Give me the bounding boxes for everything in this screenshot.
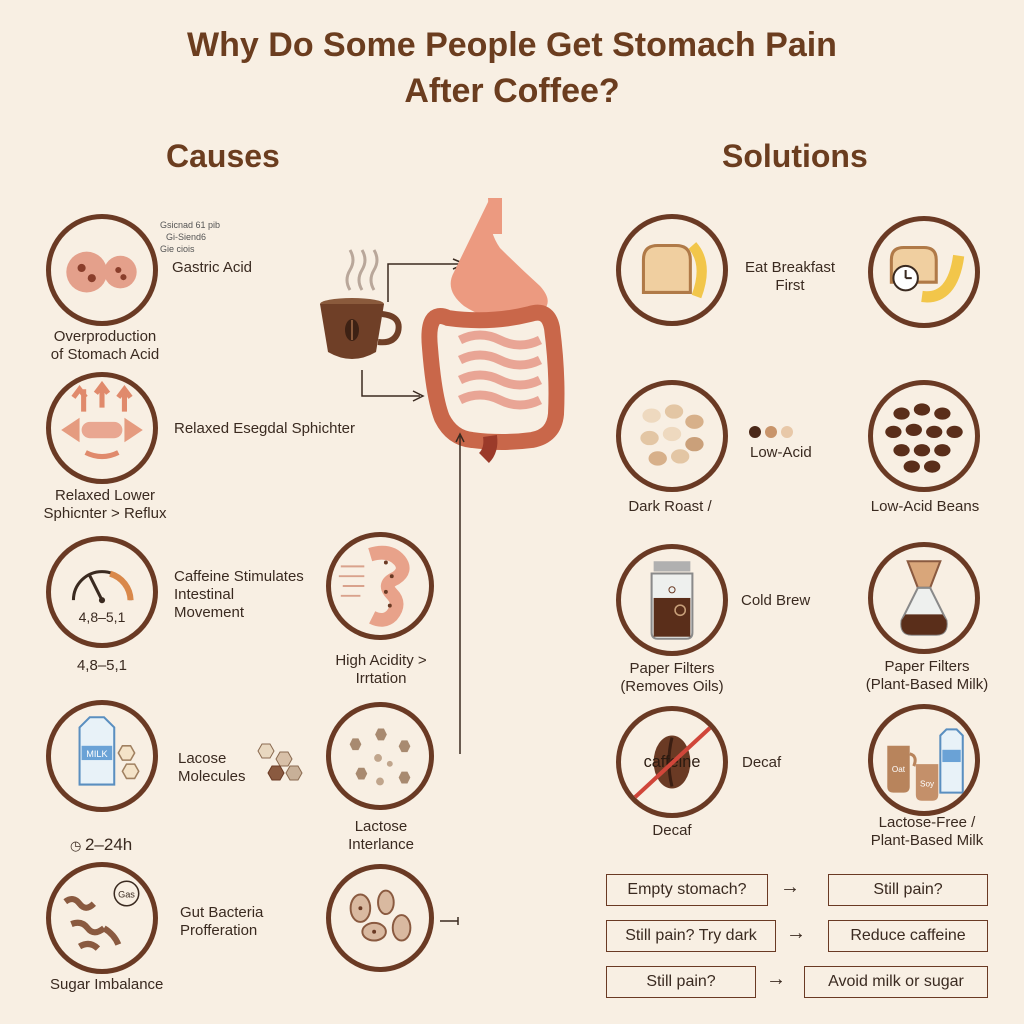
- gut-bacteria-line-1: Gut Bacteria: [180, 904, 264, 921]
- reflux-label: Relaxed Lower Sphicnter > Reflux: [30, 487, 180, 523]
- flow-3-left: Still pain?: [606, 966, 756, 998]
- decaf-label: Decaf: [652, 822, 692, 839]
- pour-over-icon: [868, 542, 980, 654]
- acidity-gauge-icon: [46, 536, 158, 648]
- soy-text: Soy: [920, 780, 935, 789]
- flow-1-left: Empty stomach?: [606, 874, 768, 906]
- page-title: Why Do Some People Get Stomach Pain Afte…: [0, 22, 1024, 114]
- lactose-molecules-line-1: Lacose: [178, 750, 227, 767]
- bacteria-cells-icon: [326, 864, 434, 972]
- lactose-molecules-label: Lacose Molecules: [178, 750, 246, 786]
- title-line-2: After Coffee?: [404, 72, 620, 110]
- eat-breakfast-line-2: First: [775, 277, 805, 294]
- cold-brew-jar-icon: [616, 544, 728, 656]
- gut-bacteria-line-2: Profferation: [180, 922, 258, 939]
- connector-line: [455, 432, 465, 762]
- gut-bacteria-label: Gut Bacteria Profferation: [180, 904, 263, 940]
- intestine-irritation-icon: [326, 532, 434, 640]
- paper-filters-right-label: Paper Filters (Plant-Based Milk): [852, 658, 1002, 694]
- gastric-acid-icon: [46, 214, 158, 326]
- flow-3-arrow: →: [766, 968, 786, 990]
- gastric-acid-label: Gastric Acid: [172, 259, 253, 276]
- gastric-tiny-1: Gsicnad 61 pib: [160, 220, 221, 230]
- ph-range-label: 4,8–5,1: [76, 657, 128, 674]
- lactose-intolerance-label: Lactose Interlance: [318, 818, 444, 854]
- digestion-illustration: [310, 190, 570, 470]
- solutions-heading: Solutions: [722, 138, 868, 174]
- high-acidity-label: High Acidity > Irrtation: [318, 652, 444, 688]
- reflux-line-2: Sphicnter > Reflux: [43, 505, 167, 522]
- lactose-free-line-2: Plant-Based Milk: [870, 832, 984, 849]
- light-beans-icon: [616, 380, 728, 492]
- reflux-line-1: Relaxed Lower: [54, 487, 156, 504]
- lactose-molecules-line-2: Molecules: [178, 768, 246, 785]
- lactose-hexagons-icon: [326, 702, 434, 810]
- gas-text: Gas: [118, 890, 135, 900]
- roast-dots: [748, 425, 798, 439]
- timer-text: 2–24h: [84, 835, 133, 854]
- plant-milk-icon: Oat Soy: [868, 704, 980, 816]
- caffeine-line-2: Intestinal: [174, 586, 235, 603]
- high-acidity-line-1: High Acidity >: [335, 652, 427, 669]
- flow-1-arrow: →: [780, 876, 800, 898]
- overproduction-label: Overproduction of Stomach Acid: [30, 328, 180, 364]
- paper-filters-left-line-2: (Removes Oils): [620, 678, 724, 695]
- molecule-hexagons: [250, 740, 310, 785]
- high-acidity-line-2: Irrtation: [355, 670, 407, 687]
- caffeine-line-3: Movement: [174, 604, 245, 621]
- causes-heading: Causes: [166, 138, 280, 174]
- no-caffeine-icon: caffeine: [616, 706, 728, 818]
- gut-bacteria-icon: Gas: [46, 862, 158, 974]
- gastric-tiny-2: Gi-Siend6: [166, 232, 207, 242]
- lactose-free-line-1: Lactose-Free /: [878, 814, 976, 831]
- sugar-imbalance-label: Sugar Imbalance: [50, 976, 164, 993]
- milk-carton-icon: MILK: [46, 700, 158, 812]
- flow-2-right: Reduce caffeine: [828, 920, 988, 952]
- sphincter-label: Relaxed Esegdal Sphichter: [174, 420, 355, 437]
- clock-icon: ◷: [70, 838, 85, 853]
- flow-1-right: Still pain?: [828, 874, 988, 906]
- low-acid-label: Low-Acid: [750, 444, 812, 461]
- timer-label: ◷ 2–24h: [70, 836, 132, 855]
- caffeine-line-1: Caffeine Stimulates: [174, 568, 304, 585]
- gastric-tiny-3: Gie ciois: [160, 244, 195, 254]
- paper-filters-left-label: Paper Filters (Removes Oils): [600, 660, 744, 696]
- flow-3-right: Avoid milk or sugar: [804, 966, 988, 998]
- dark-roast-label: Dark Roast /: [628, 498, 712, 515]
- eat-breakfast-label: Eat Breakfast First: [730, 259, 850, 295]
- paper-filters-right-line-2: (Plant-Based Milk): [865, 676, 989, 693]
- title-line-1: Why Do Some People Get Stomach Pain: [187, 26, 837, 64]
- bacteria-connector: [440, 912, 460, 925]
- dark-beans-icon: [868, 380, 980, 492]
- flow-2-arrow: →: [786, 922, 806, 944]
- flow-2-left: Still pain? Try dark: [606, 920, 776, 952]
- clock-breakfast-icon: [868, 216, 980, 328]
- oat-text: Oat: [892, 765, 906, 774]
- lactose-free-label: Lactose-Free / Plant-Based Milk: [852, 814, 1002, 850]
- paper-filters-left-line-1: Paper Filters: [629, 660, 715, 677]
- low-acid-beans-label: Low-Acid Beans: [870, 498, 980, 515]
- cold-brew-label: Cold Brew: [741, 592, 811, 609]
- lactose-intolerance-line-1: Lactose: [354, 818, 408, 835]
- toast-banana-icon: [616, 214, 728, 326]
- decaf-mid-label: Decaf: [742, 754, 782, 771]
- sphincter-icon: [46, 372, 158, 484]
- paper-filters-right-line-1: Paper Filters: [884, 658, 970, 675]
- eat-breakfast-line-1: Eat Breakfast: [744, 259, 836, 276]
- milk-text: MILK: [86, 749, 108, 759]
- overproduction-line-2: of Stomach Acid: [50, 346, 160, 363]
- overproduction-line-1: Overproduction: [53, 328, 157, 345]
- caffeine-stimulates-label: Caffeine Stimulates Intestinal Movement: [174, 568, 304, 622]
- lactose-intolerance-line-2: Interlance: [348, 836, 414, 853]
- gauge-reading: 4,8–5,1: [78, 609, 126, 625]
